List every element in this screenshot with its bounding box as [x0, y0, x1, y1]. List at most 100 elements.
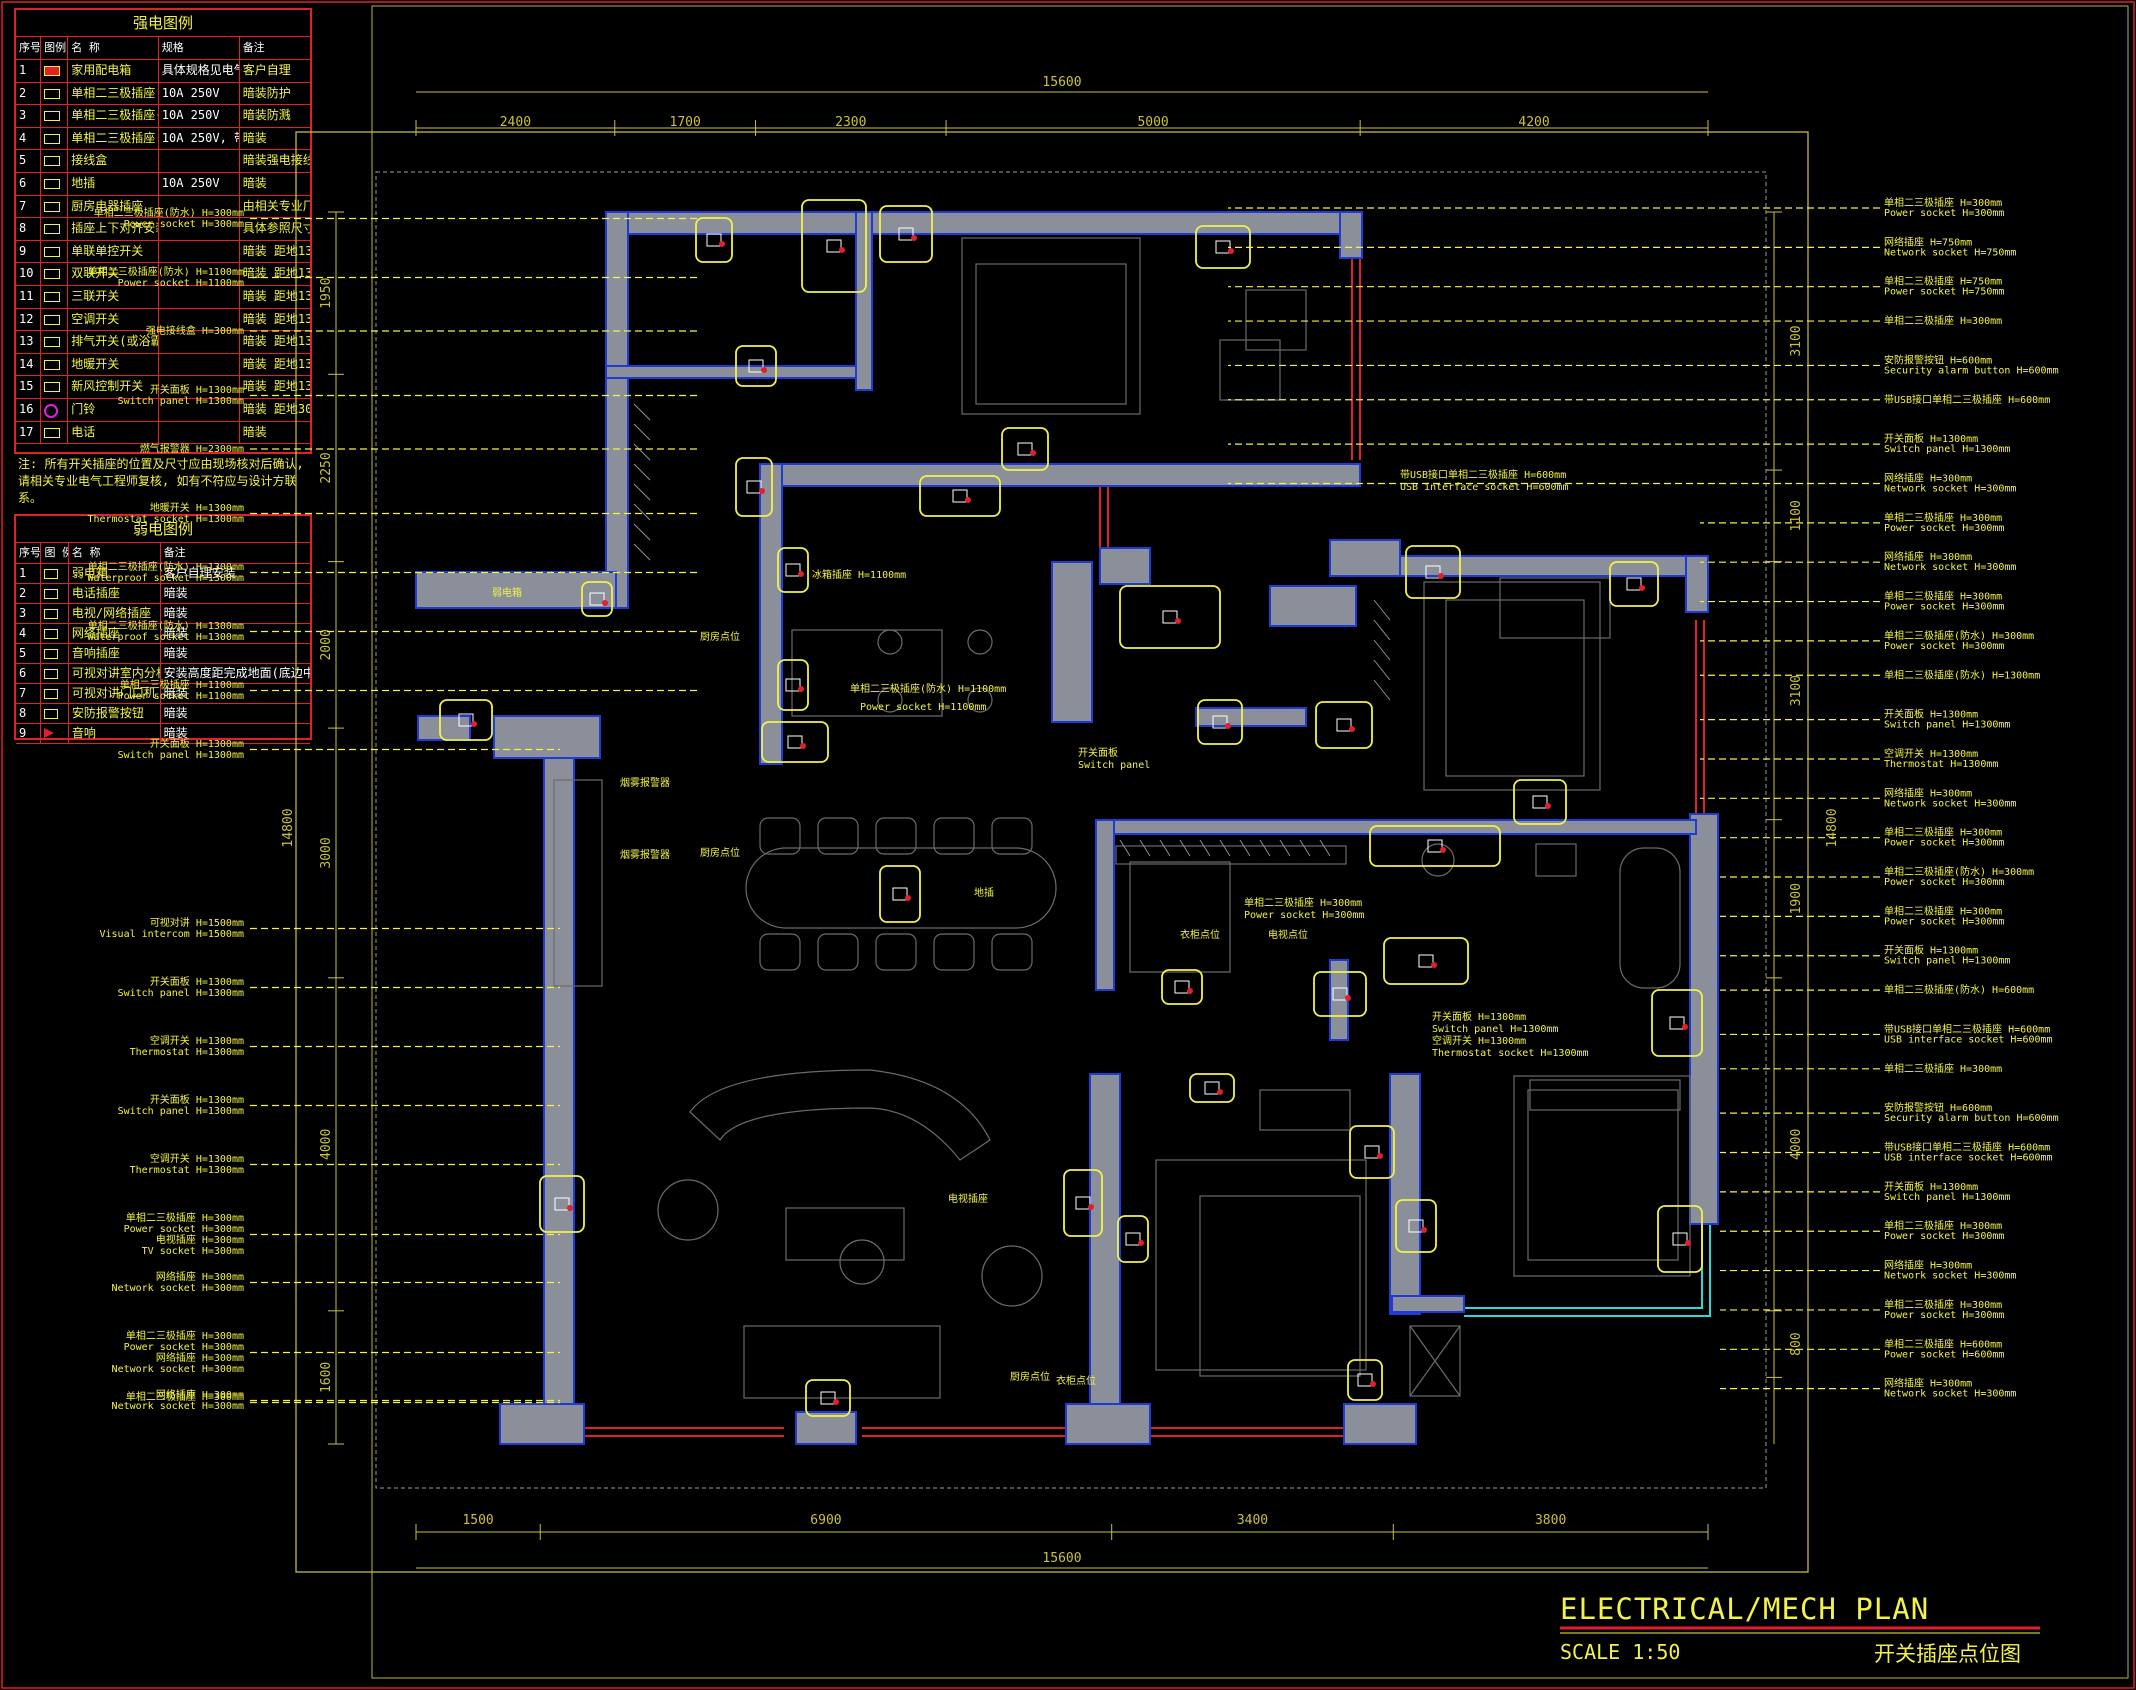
callout-label: Thermostat H=1300mm [1884, 759, 1998, 770]
callout-label: 空调开关 H=1300mm [1432, 1034, 1526, 1047]
callout-label: 空调开关 H=1300mm [150, 1152, 244, 1165]
callout-label: Power socket H=1100mm [118, 691, 244, 702]
legend-cell: 暗装 [242, 130, 267, 145]
outlet-marker [1383, 937, 1469, 985]
socket-icon [1418, 954, 1434, 968]
callout-label: Network socket H=300mm [1884, 798, 2016, 809]
furniture [553, 237, 1691, 1399]
callout-label: 单相二三极插座 H=300mm [1884, 314, 2002, 327]
legend-cell: 地暖开关 [68, 353, 159, 376]
outlet-marker [439, 699, 493, 741]
legend-cell: 家用配电箱 [68, 60, 159, 82]
callout-label: 开关面板 H=1300mm [150, 737, 244, 750]
socket-icon [554, 1197, 570, 1211]
legend-cell [159, 308, 240, 331]
weak-legend-cell: 2 [16, 584, 42, 603]
outlet-marker [1313, 971, 1367, 1017]
callout-label: Power socket H=300mm [1884, 1310, 2004, 1321]
outlet-marker [1001, 427, 1049, 471]
weak-legend-symbol-icon [41, 604, 69, 623]
callout-label: 厨房点位 [700, 630, 740, 643]
legend-cell: 16 [16, 398, 42, 421]
callout-label: 带USB接口单相二三极插座 H=600mm [1884, 393, 2050, 406]
strong-legend-title: 强电图例 [16, 10, 310, 37]
callout-label: Power socket H=1100mm [118, 278, 244, 289]
callout-label: 电视插座 H=300mm [156, 1233, 244, 1246]
callout-label: 开关面板 [1078, 746, 1118, 759]
weak-legend-cell: 安防报警按钮 [69, 704, 161, 723]
socket-dot-icon [1030, 450, 1036, 456]
callout-label: Switch panel H=1300mm [1884, 1192, 2010, 1203]
callout-label: Power socket H=300mm [1884, 602, 2004, 613]
dining-table [745, 847, 1057, 929]
callout-label: 烟雾报警器 [620, 848, 670, 861]
callout-label: 网络插座 H=300mm [1884, 786, 1972, 799]
outlet-marker [1189, 1073, 1235, 1103]
strong-legend-row: 1家用配电箱具体规格见电气专项图客户自理 [16, 60, 310, 83]
callout-label: 单相二三极插座 H=300mm [126, 1329, 244, 1342]
drawing-scale: SCALE 1:50 [1560, 1640, 1681, 1664]
callout-label: 单相二三极插座 H=300mm [126, 1390, 244, 1403]
callout-label: Security alarm button H=600mm [1884, 365, 2059, 376]
weak-legend-cell: 4 [16, 624, 42, 643]
outlet-marker [581, 581, 613, 617]
legend-symbol-icon [41, 376, 69, 398]
callout-label: 网络插座 H=300mm [1884, 471, 1972, 484]
walls [415, 211, 1719, 1445]
outlet-marker [695, 217, 733, 263]
callout-label: Switch panel H=1300mm [1884, 956, 2010, 967]
socket-icon [1357, 1373, 1373, 1387]
legend-symbol-icon [41, 105, 69, 127]
socket-icon [1204, 1081, 1220, 1095]
socket-dot-icon [1545, 803, 1551, 809]
socket-dot-icon [905, 895, 911, 901]
legend-cell: 6 [16, 172, 42, 195]
weak-legend-cell: 电话插座 [69, 584, 161, 603]
callout-label: Power socket H=300mm [1884, 208, 2004, 219]
outlet-marker [1161, 969, 1203, 1005]
kitchen-island [791, 629, 943, 717]
outlet-marker [879, 205, 933, 263]
callout-label: Network socket H=300mm [112, 1364, 244, 1375]
weak-legend-cell: 5 [16, 644, 42, 663]
dimension-label: 1700 [670, 115, 701, 130]
callout-label: 厨房点位 [700, 846, 740, 859]
socket-dot-icon [911, 235, 917, 241]
legend-cell: 单相二三极插座 [68, 127, 159, 150]
weak-legend-symbol-icon [41, 644, 69, 663]
callout-label: Power socket H=300mm [1244, 910, 1364, 921]
legend-symbol-icon [41, 308, 69, 331]
socket-dot-icon [965, 497, 971, 503]
callout-label: 网络插座 H=750mm [1884, 235, 1972, 248]
socket-dot-icon [1225, 723, 1231, 729]
legend-cell: 暗装 [242, 175, 267, 190]
callout-label: Thermostat socket H=1300mm [87, 514, 244, 525]
callout-label: 单相二三极插座(防水) H=1100mm [850, 682, 1006, 695]
legend-cell: 接线盒 [68, 150, 159, 172]
weak-legend-cell: 暗装 [163, 686, 188, 700]
legend-symbol-icon [41, 331, 69, 353]
outlet-marker [1347, 1359, 1383, 1401]
socket-icon [748, 359, 764, 373]
legend-cell: 暗装 距地1300mm [242, 266, 310, 281]
socket-dot-icon [1682, 1024, 1688, 1030]
callout-label: Power socket H=300mm [1884, 838, 2004, 849]
outlet-marker [1349, 1125, 1395, 1179]
weak-legend-cell: 9 [16, 724, 42, 743]
legend-cell: 新风控制开关 [68, 376, 159, 398]
socket-dot-icon [1438, 573, 1444, 579]
callout-label: 单相二三极插座(防水) H=1300mm [88, 560, 244, 573]
callout-label: Power socket H=300mm [1884, 1231, 2004, 1242]
callout-label: Power socket H=300mm [1884, 641, 2004, 652]
legend-cell: 10A 250V [159, 105, 240, 127]
header-name: 名 称 [68, 37, 159, 59]
callout-label: 带USB接口单相二三极插座 H=600mm [1884, 1022, 2050, 1035]
socket-icon [1532, 795, 1548, 809]
legend-cell: 单相二三极插座(防水) [68, 105, 159, 127]
socket-dot-icon [1138, 1240, 1144, 1246]
